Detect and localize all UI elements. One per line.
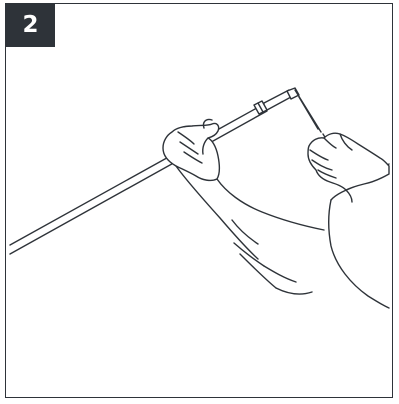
right-hand: [308, 133, 389, 202]
pole-lower-section: [10, 104, 267, 254]
left-hand: [163, 119, 219, 180]
right-arm: [264, 164, 389, 308]
instruction-panel: 2: [5, 3, 393, 398]
pole-upper-section: [264, 90, 291, 110]
step-number: 2: [22, 14, 38, 37]
left-forearm: [176, 166, 324, 288]
step-number-badge: 2: [6, 4, 55, 47]
hands-assembling-pole-illustration: [6, 4, 393, 398]
